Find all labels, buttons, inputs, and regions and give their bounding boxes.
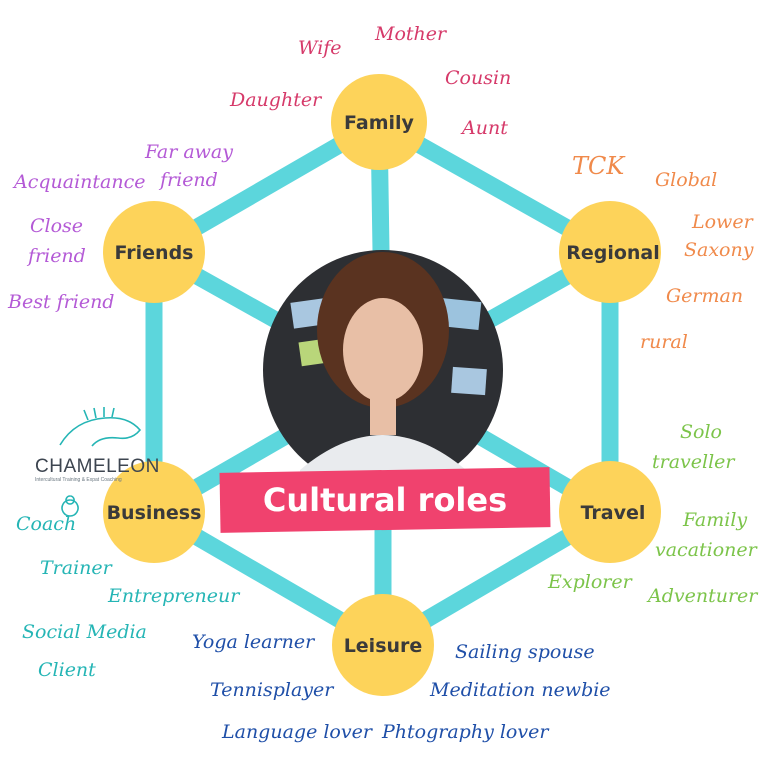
role-business-trainer: Trainer [40,557,112,579]
role-friends-far-away-friend: friend [160,169,218,191]
role-regional-rural: rural [640,331,688,353]
logo-name: CHAMELEON [35,456,160,477]
role-friends-close: Close [30,215,84,237]
role-leisure-language: Language lover [222,721,372,743]
node-business: Business [103,461,205,563]
role-leisure-photography: Phtography lover [382,721,549,743]
role-family-mother: Mother [375,23,447,45]
role-friends-acquaintance: Acquaintance [14,171,146,193]
portrait [263,250,503,490]
role-business-entrepreneur: Entrepreneur [108,585,240,607]
node-leisure-label: Leisure [344,635,423,657]
role-regional-tck: TCK [572,152,625,180]
node-family-label: Family [344,112,415,134]
role-friends-close-friend: friend [28,245,86,267]
role-business-coach: Coach [16,513,77,535]
role-regional-global: Global [655,169,718,191]
role-leisure-tennis: Tennisplayer [210,679,334,701]
chameleon-logo-icon [59,407,142,517]
role-friends-far-away: Far away [145,141,233,163]
node-travel-label: Travel [581,502,646,524]
role-leisure-sailing: Sailing spouse [455,641,595,663]
node-travel: Travel [559,461,661,563]
role-business-social-media: Social Media [22,621,147,643]
role-family-daughter: Daughter [230,89,322,111]
node-family: Family [331,74,427,170]
node-regional-label: Regional [566,242,660,264]
role-leisure-yoga: Yoga learner [192,631,315,653]
role-family-aunt: Aunt [462,117,508,139]
page-title: Cultural roles [262,481,508,519]
role-travel-family: Family [683,509,748,531]
node-regional: Regional [559,201,661,303]
role-travel-explorer: Explorer [548,571,632,593]
node-leisure: Leisure [332,594,434,696]
role-family-wife: Wife [298,37,342,59]
node-business-label: Business [107,502,202,524]
logo-tagline: Intercultural Training & Expat Coaching [35,477,122,483]
role-regional-saxony: Saxony [684,239,754,261]
role-travel-adventurer: Adventurer [648,585,758,607]
node-friends: Friends [103,201,205,303]
role-leisure-meditation: Meditation newbie [430,679,611,701]
role-travel-traveller: traveller [652,451,735,473]
role-friends-best-friend: Best friend [8,291,115,313]
role-regional-lower: Lower [692,211,753,233]
role-regional-german: German [666,285,744,307]
role-travel-vacationer: vacationer [655,539,757,561]
role-travel-solo: Solo [680,421,722,443]
role-business-client: Client [38,659,96,681]
node-friends-label: Friends [115,242,194,264]
role-family-cousin: Cousin [445,67,512,89]
